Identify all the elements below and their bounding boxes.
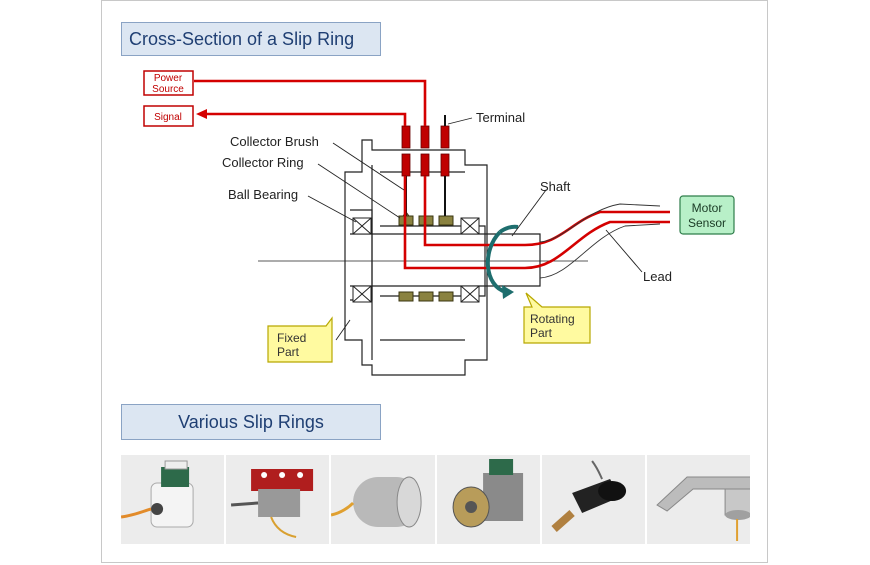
red-frame-slip-ring-photo	[226, 455, 330, 544]
shaft-label: Shaft	[540, 179, 571, 194]
red-wires	[194, 79, 670, 270]
terminals	[401, 125, 450, 177]
leader-lines	[307, 117, 643, 341]
cross-section-header: Cross-Section of a Slip Ring	[121, 22, 381, 56]
motor-sensor-line1: Motor	[692, 201, 723, 215]
fixed-part-callout: Fixed Part	[267, 316, 333, 363]
power-source-line1: Power	[154, 73, 183, 84]
collector-brush-label: Collector Brush	[230, 134, 319, 149]
collector-rings-bottom	[398, 291, 454, 302]
fixed-part-line1: Fixed	[277, 331, 306, 345]
collector-ring-label: Collector Ring	[222, 155, 304, 170]
signal-label: Signal	[143, 105, 194, 127]
ball-bearing-right	[460, 217, 480, 303]
power-source-line2: Source	[152, 84, 184, 95]
motor-sensor-line2: Sensor	[688, 216, 726, 230]
lead-label: Lead	[643, 269, 672, 284]
slip-ring-photo-strip	[121, 455, 751, 544]
lead-wire	[539, 203, 661, 279]
fixed-part-line2: Part	[277, 345, 300, 359]
white-slip-ring-photo	[121, 455, 225, 544]
power-source-label: Power Source	[143, 70, 194, 96]
slip-ring-diagram: Power Source Signal Terminal Collector B…	[143, 70, 735, 376]
cross-section-title: Cross-Section of a Slip Ring	[129, 28, 355, 49]
signal-text: Signal	[154, 112, 182, 123]
various-slip-rings-header: Various Slip Rings	[121, 404, 381, 440]
bracket-slip-ring-photo	[646, 455, 751, 544]
rotating-part-line2: Part	[530, 326, 553, 340]
black-flange-slip-ring-photo	[541, 455, 645, 544]
cylinder-slip-ring-photo	[331, 455, 435, 544]
rotation-arrow	[485, 224, 519, 299]
signal-arrowhead	[196, 109, 207, 119]
rotating-part-line1: Rotating	[530, 312, 575, 326]
ball-bearing-left	[352, 217, 372, 303]
flanged-slip-ring-photo	[436, 455, 540, 544]
motor-sensor-label: Motor Sensor	[679, 195, 735, 235]
rotating-part-callout: Rotating Part	[523, 292, 591, 344]
various-slip-rings-title: Various Slip Rings	[178, 411, 324, 432]
terminal-label: Terminal	[476, 110, 525, 125]
ball-bearing-label: Ball Bearing	[228, 187, 298, 202]
